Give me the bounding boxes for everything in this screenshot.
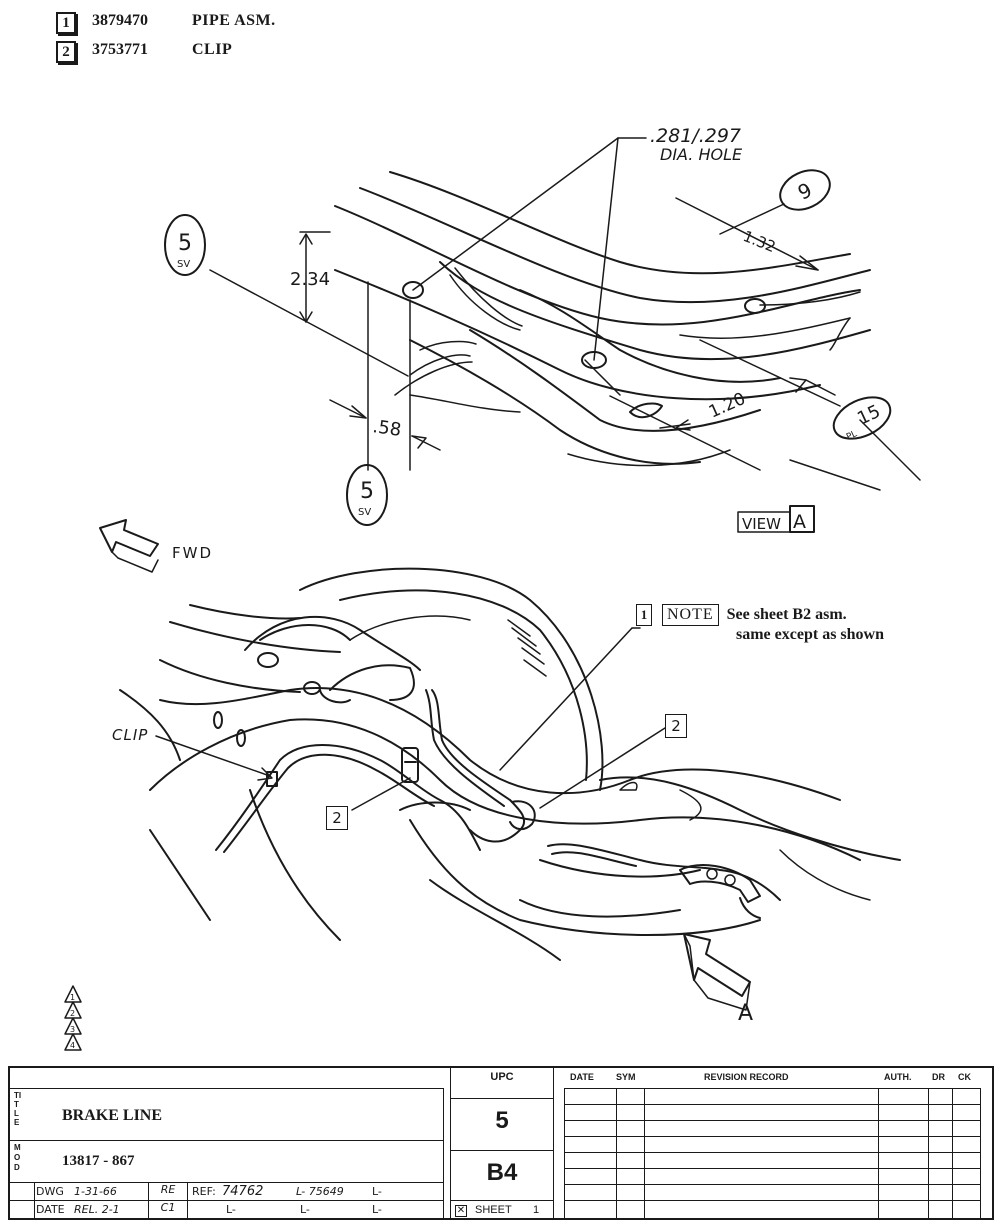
parts-list-row-2: 2 3753771 CLIP (56, 41, 232, 63)
note-callout: 1 NOTE See sheet B2 asm. (636, 604, 847, 626)
ref-l1b: L- (372, 1185, 382, 1198)
parts-list-row-1: 1 3879470 PIPE ASM. (56, 12, 275, 34)
balloon-15-num: 15 (854, 401, 884, 430)
main-assembly-view: A (119, 567, 901, 1026)
date-initials: C1 (148, 1201, 188, 1219)
hole-callout-line2: DIA. HOLE (660, 145, 743, 164)
ref-l1: L- 75649 (296, 1185, 344, 1198)
part-description: PIPE ASM. (192, 12, 276, 29)
dwg-left-box (34, 1182, 35, 1218)
dwg-row: DWG 1-31-66 RE REF: 74762 L- 75649 L- (10, 1182, 444, 1201)
mod-section: MOD 13817 - 867 (10, 1140, 444, 1182)
sheet-number: 1 (533, 1204, 540, 1216)
date-l1: L- (226, 1203, 236, 1216)
callout-2-left: 2 (326, 806, 348, 830)
view-letter: A (793, 511, 806, 533)
dim-2-34: 2.34 (290, 269, 330, 290)
rev-grid-line (564, 1104, 980, 1105)
balloon-5sv-bottom-num: 5 (360, 479, 374, 504)
title-section: TITLE BRAKE LINE (10, 1088, 444, 1140)
rev-grid-line (564, 1120, 980, 1121)
part-number: 3879470 (92, 12, 148, 29)
view-a-detail: .281/.297 DIA. HOLE 2.34 .58 1.32 1.20 5… (164, 125, 921, 533)
date-row: DATE REL. 2-1 C1 L- L- L- (10, 1200, 444, 1219)
note-line2: same except as shown (736, 626, 884, 643)
brake-line-drawing: .281/.297 DIA. HOLE 2.34 .58 1.32 1.20 5… (64, 125, 921, 1051)
title-label: TITLE (14, 1091, 22, 1127)
rev-triangle-1: 1 (70, 993, 75, 1002)
hole-callout-line1: .281/.297 (650, 125, 741, 147)
rev-header-record: REVISION RECORD (704, 1072, 789, 1082)
part-description: CLIP (192, 41, 233, 58)
rev-grid-line (952, 1088, 953, 1220)
view-label: VIEW (742, 515, 781, 533)
rev-triangle-4: 4 (70, 1041, 75, 1050)
balloon-5sv-bottom-sub: SV (358, 507, 371, 518)
rev-grid-line (564, 1184, 980, 1185)
ref-label: REF: (192, 1185, 216, 1198)
rev-header-auth: AUTH. (884, 1072, 912, 1082)
part-index-box: 1 (56, 12, 76, 34)
date-l2: L- (300, 1203, 310, 1216)
rev-grid-line (564, 1088, 980, 1089)
sheet-label: SHEET (475, 1204, 512, 1216)
rev-triangle-2: 2 (70, 1009, 75, 1018)
rev-header-date: DATE (570, 1072, 594, 1082)
note-index-box: 1 (636, 604, 652, 626)
balloon-15-sub: PL (845, 429, 859, 442)
sheet-value: B4 (451, 1150, 553, 1187)
dwg-label: DWG (36, 1185, 64, 1198)
dim-1-32: 1.32 (741, 227, 779, 256)
balloon-9-num: 9 (794, 178, 816, 205)
view-arrow-letter: A (738, 1001, 753, 1026)
fwd-arrow-icon: FWD (99, 519, 213, 573)
sheet-row: ✕ SHEET 1 (451, 1200, 553, 1221)
note-line1: See sheet B2 asm. (726, 606, 847, 623)
rev-grid-line (616, 1088, 617, 1220)
title-value: BRAKE LINE (62, 1107, 163, 1124)
date-value: REL. 2-1 (74, 1203, 120, 1216)
title-block: TITLE BRAKE LINE MOD 13817 - 867 DWG 1-3… (8, 1066, 994, 1220)
clip-label: CLIP (112, 726, 149, 744)
mod-label: MOD (14, 1143, 21, 1172)
rev-triangle-3: 3 (70, 1025, 75, 1034)
fwd-label: FWD (172, 544, 213, 562)
rev-grid-line (644, 1088, 645, 1220)
rev-header-dr: DR (932, 1072, 945, 1082)
rev-grid-line (928, 1088, 929, 1220)
rev-header-sym: SYM (616, 1072, 636, 1082)
part-index-box: 2 (56, 41, 76, 63)
dwg-initials: RE (148, 1183, 188, 1201)
rev-grid-line (564, 1136, 980, 1137)
balloon-5sv-top-sub: SV (177, 259, 190, 270)
dim-1-20: 1.20 (706, 389, 749, 423)
part-number: 3753771 (92, 41, 148, 58)
upc-column: UPC 5 B4 ✕ SHEET 1 (450, 1068, 554, 1220)
rev-grid-line (564, 1088, 565, 1220)
rev-header-ck: CK (958, 1072, 971, 1082)
note-tag: NOTE (662, 604, 719, 626)
upc-header: UPC (490, 1071, 514, 1083)
sheet-checkbox: ✕ (455, 1205, 467, 1217)
date-label: DATE (36, 1203, 65, 1216)
revision-triangles: 1 2 3 4 (64, 985, 82, 1051)
rev-grid-line (878, 1088, 879, 1220)
rev-grid-line (564, 1152, 980, 1153)
upc-value: 5 (451, 1098, 553, 1147)
rev-grid-line (564, 1168, 980, 1169)
date-l3: L- (372, 1203, 382, 1216)
rev-grid-line (980, 1088, 981, 1220)
dwg-date: 1-31-66 (74, 1185, 117, 1198)
balloon-5sv-top-num: 5 (178, 231, 192, 256)
dim-58: .58 (371, 416, 402, 441)
callout-2-right: 2 (665, 714, 687, 738)
revision-record: DATE SYM REVISION RECORD AUTH. DR CK (556, 1068, 992, 1220)
rev-grid-line (564, 1200, 980, 1201)
mod-value: 13817 - 867 (62, 1153, 135, 1169)
ref-value: 74762 (222, 1184, 264, 1199)
